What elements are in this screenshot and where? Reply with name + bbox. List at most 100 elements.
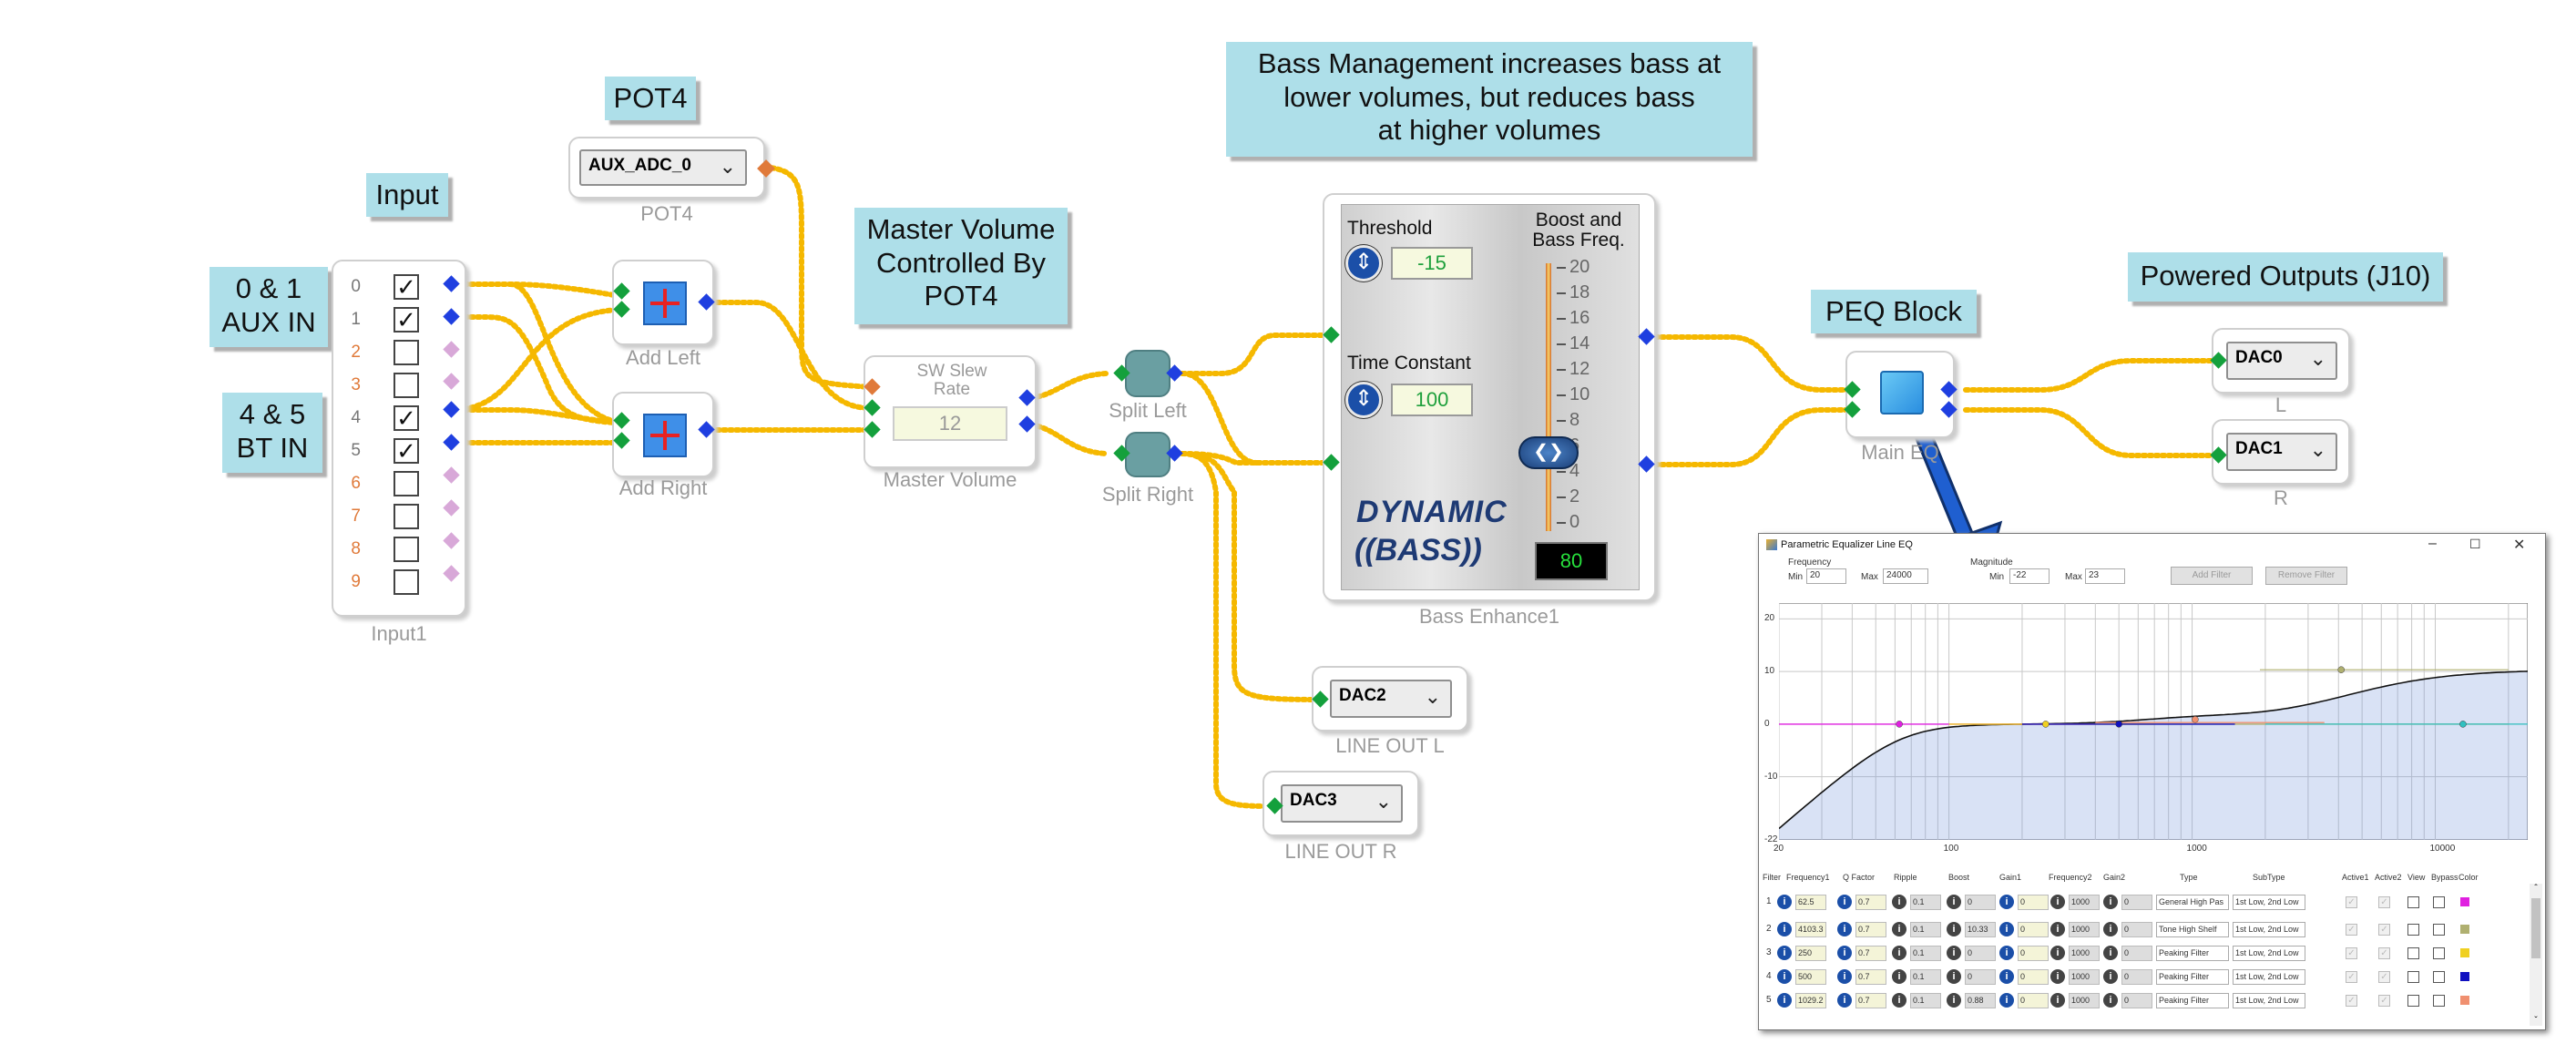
- gain1-input[interactable]: 0: [2018, 993, 2049, 1008]
- boost-input[interactable]: 0: [1965, 946, 1996, 961]
- q-factor-input[interactable]: 0.7: [1855, 895, 1886, 910]
- frequency2-input[interactable]: 1000: [2069, 922, 2100, 937]
- gain1-input[interactable]: 0: [2018, 895, 2049, 910]
- ripple-input[interactable]: 0.1: [1910, 993, 1941, 1008]
- maximize-icon[interactable]: ☐: [2469, 537, 2481, 551]
- gain2-input[interactable]: 0: [2121, 969, 2152, 985]
- info-icon[interactable]: i: [1947, 993, 1961, 1008]
- boost-slider-track[interactable]: [1546, 263, 1551, 531]
- frequency1-input[interactable]: 1029.2: [1795, 993, 1826, 1008]
- frequency1-input[interactable]: 62.5: [1795, 895, 1826, 910]
- master-volume-block[interactable]: SW Slew Rate 12: [864, 355, 1037, 468]
- peq-window[interactable]: Parametric Equalizer Line EQ – ☐ ✕ Frequ…: [1758, 533, 2546, 1030]
- color-swatch[interactable]: [2460, 948, 2469, 957]
- input-channel-checkbox[interactable]: [394, 340, 419, 365]
- input-channel-checkbox[interactable]: [394, 569, 419, 595]
- type-select[interactable]: Peaking Filter: [2156, 946, 2229, 961]
- dac2-block[interactable]: DAC2⌄: [1312, 666, 1468, 732]
- dac3-dropdown[interactable]: DAC3⌄: [1281, 784, 1403, 823]
- info-icon[interactable]: i: [1777, 993, 1792, 1008]
- frequency2-input[interactable]: 1000: [2069, 895, 2100, 910]
- pot4-output-pin[interactable]: [757, 159, 775, 178]
- time-constant-knob-icon[interactable]: ⇕: [1345, 382, 1382, 418]
- info-icon[interactable]: i: [1947, 946, 1961, 960]
- table-scrollbar[interactable]: ˆ ˇ: [2530, 884, 2542, 1026]
- bypass-checkbox[interactable]: [2433, 896, 2445, 908]
- info-icon[interactable]: i: [1892, 969, 1906, 984]
- dac2-dropdown[interactable]: DAC2⌄: [1330, 680, 1452, 718]
- bass-enhance-block[interactable]: Threshold ⇕ -15 Time Constant ⇕ 100 Boos…: [1323, 193, 1656, 601]
- time-constant-value[interactable]: 100: [1391, 384, 1473, 416]
- info-icon[interactable]: i: [1947, 922, 1961, 936]
- input-channel-checkbox[interactable]: [394, 504, 419, 529]
- info-icon[interactable]: i: [1999, 922, 2014, 936]
- boost-input[interactable]: 0.88: [1965, 993, 1996, 1008]
- peq-window-titlebar[interactable]: Parametric Equalizer Line EQ – ☐ ✕: [1759, 534, 2545, 556]
- info-icon[interactable]: i: [2050, 969, 2065, 984]
- threshold-value[interactable]: -15: [1391, 247, 1473, 280]
- boost-input[interactable]: 0: [1965, 895, 1996, 910]
- view-checkbox[interactable]: [2407, 896, 2419, 908]
- info-icon[interactable]: i: [2050, 993, 2065, 1008]
- view-checkbox[interactable]: [2407, 947, 2419, 959]
- boost-input[interactable]: 10.33: [1965, 922, 1996, 937]
- remove-filter-button[interactable]: Remove Filter: [2265, 567, 2347, 585]
- gain2-input[interactable]: 0: [2121, 946, 2152, 961]
- gain1-input[interactable]: 0: [2018, 922, 2049, 937]
- info-icon[interactable]: i: [2103, 993, 2118, 1008]
- bypass-checkbox[interactable]: [2433, 971, 2445, 983]
- q-factor-input[interactable]: 0.7: [1855, 993, 1886, 1008]
- subtype-select[interactable]: 1st Low, 2nd Low: [2233, 993, 2305, 1008]
- subtype-select[interactable]: 1st Low, 2nd Low: [2233, 969, 2305, 985]
- scroll-down-icon[interactable]: ˇ: [2534, 1016, 2538, 1026]
- info-icon[interactable]: i: [1999, 946, 2014, 960]
- frequency1-input[interactable]: 500: [1795, 969, 1826, 985]
- frequency-response-plot[interactable]: [1779, 603, 2528, 840]
- frequency1-input[interactable]: 250: [1795, 946, 1826, 961]
- info-icon[interactable]: i: [1837, 922, 1852, 936]
- bypass-checkbox[interactable]: [2433, 947, 2445, 959]
- input-channel-checkbox[interactable]: [394, 471, 419, 496]
- scroll-up-icon[interactable]: ˆ: [2534, 884, 2538, 894]
- info-icon[interactable]: i: [1892, 946, 1906, 960]
- view-checkbox[interactable]: [2407, 924, 2419, 936]
- view-checkbox[interactable]: [2407, 971, 2419, 983]
- slew-rate-input[interactable]: 12: [893, 406, 1007, 441]
- info-icon[interactable]: i: [2050, 922, 2065, 936]
- gain1-input[interactable]: 0: [2018, 969, 2049, 985]
- type-select[interactable]: General High Pas: [2156, 895, 2229, 910]
- split-left-block[interactable]: [1125, 350, 1170, 397]
- scroll-thumb[interactable]: [2531, 898, 2540, 958]
- color-swatch[interactable]: [2460, 897, 2469, 906]
- subtype-select[interactable]: 1st Low, 2nd Low: [2233, 922, 2305, 937]
- bypass-checkbox[interactable]: [2433, 995, 2445, 1007]
- info-icon[interactable]: i: [1892, 993, 1906, 1008]
- info-icon[interactable]: i: [1999, 993, 2014, 1008]
- info-icon[interactable]: i: [1892, 922, 1906, 936]
- frequency1-input[interactable]: 4103.3: [1795, 922, 1826, 937]
- dac1-block[interactable]: DAC1⌄: [2212, 419, 2350, 485]
- pot4-block[interactable]: AUX_ADC_0 ⌄: [568, 137, 775, 199]
- freq-max-input[interactable]: 24000: [1883, 568, 1928, 584]
- mag-max-input[interactable]: 23: [2085, 568, 2125, 584]
- dac0-dropdown[interactable]: DAC0⌄: [2226, 342, 2337, 380]
- pot4-dropdown[interactable]: AUX_ADC_0 ⌄: [579, 149, 747, 186]
- info-icon[interactable]: i: [2050, 895, 2065, 909]
- input-channel-checkbox[interactable]: [394, 537, 419, 562]
- info-icon[interactable]: i: [1947, 895, 1961, 909]
- type-select[interactable]: Tone High Shelf: [2156, 922, 2229, 937]
- peq-block[interactable]: [1845, 351, 1955, 438]
- frequency2-input[interactable]: 1000: [2069, 993, 2100, 1008]
- info-icon[interactable]: i: [1999, 895, 2014, 909]
- add-left-block[interactable]: [612, 260, 714, 345]
- split-right-block[interactable]: [1125, 432, 1170, 477]
- color-swatch[interactable]: [2460, 972, 2469, 981]
- info-icon[interactable]: i: [2103, 895, 2118, 909]
- input-channel-checkbox[interactable]: ✓: [394, 405, 419, 431]
- info-icon[interactable]: i: [1777, 895, 1792, 909]
- frequency2-input[interactable]: 1000: [2069, 969, 2100, 985]
- input-channel-checkbox[interactable]: ✓: [394, 274, 419, 300]
- info-icon[interactable]: i: [1837, 969, 1852, 984]
- gain2-input[interactable]: 0: [2121, 993, 2152, 1008]
